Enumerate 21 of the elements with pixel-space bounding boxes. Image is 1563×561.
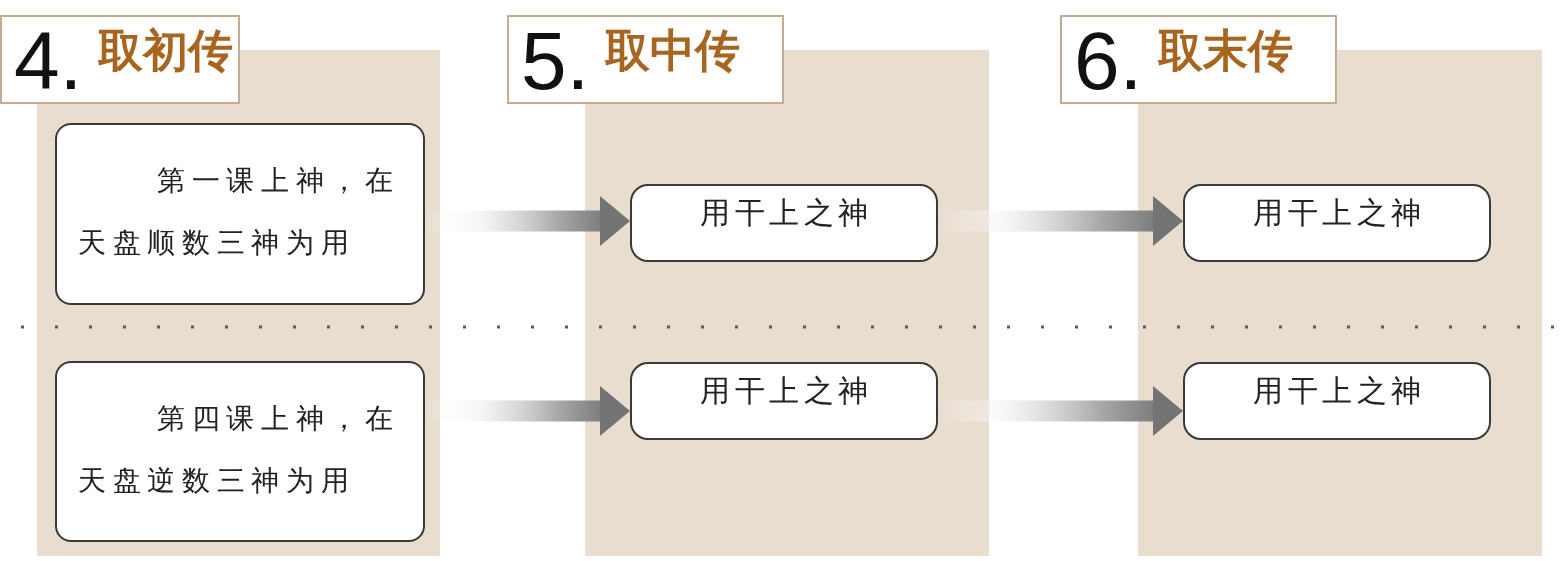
- process-box: [630, 184, 938, 262]
- rule-text: 用干上之神: [699, 195, 874, 231]
- rule-text: 第四课上神，在天盘逆数三神为用: [78, 401, 401, 499]
- process-box: [1183, 362, 1491, 440]
- rule-text: 用干上之神: [699, 373, 874, 409]
- step-title: 取中传: [605, 28, 741, 73]
- rule-text: 用干上之神: [1252, 195, 1427, 231]
- step-title: 取初传: [98, 28, 234, 73]
- rule-text: 用干上之神: [1252, 373, 1427, 409]
- process-box: [630, 362, 938, 440]
- rule-text: 第一课上神，在天盘顺数三神为用: [78, 163, 401, 261]
- heading-frame: [0, 15, 240, 104]
- process-box: [1183, 184, 1491, 262]
- process-box: [55, 361, 425, 542]
- step-title: 取末传: [1158, 28, 1294, 73]
- process-box: [55, 123, 425, 305]
- heading-frame: [507, 15, 784, 104]
- step-number: 6.: [1074, 20, 1143, 102]
- heading-frame: [1060, 15, 1337, 104]
- step-number: 4.: [14, 20, 83, 102]
- step-number: 5.: [521, 20, 590, 102]
